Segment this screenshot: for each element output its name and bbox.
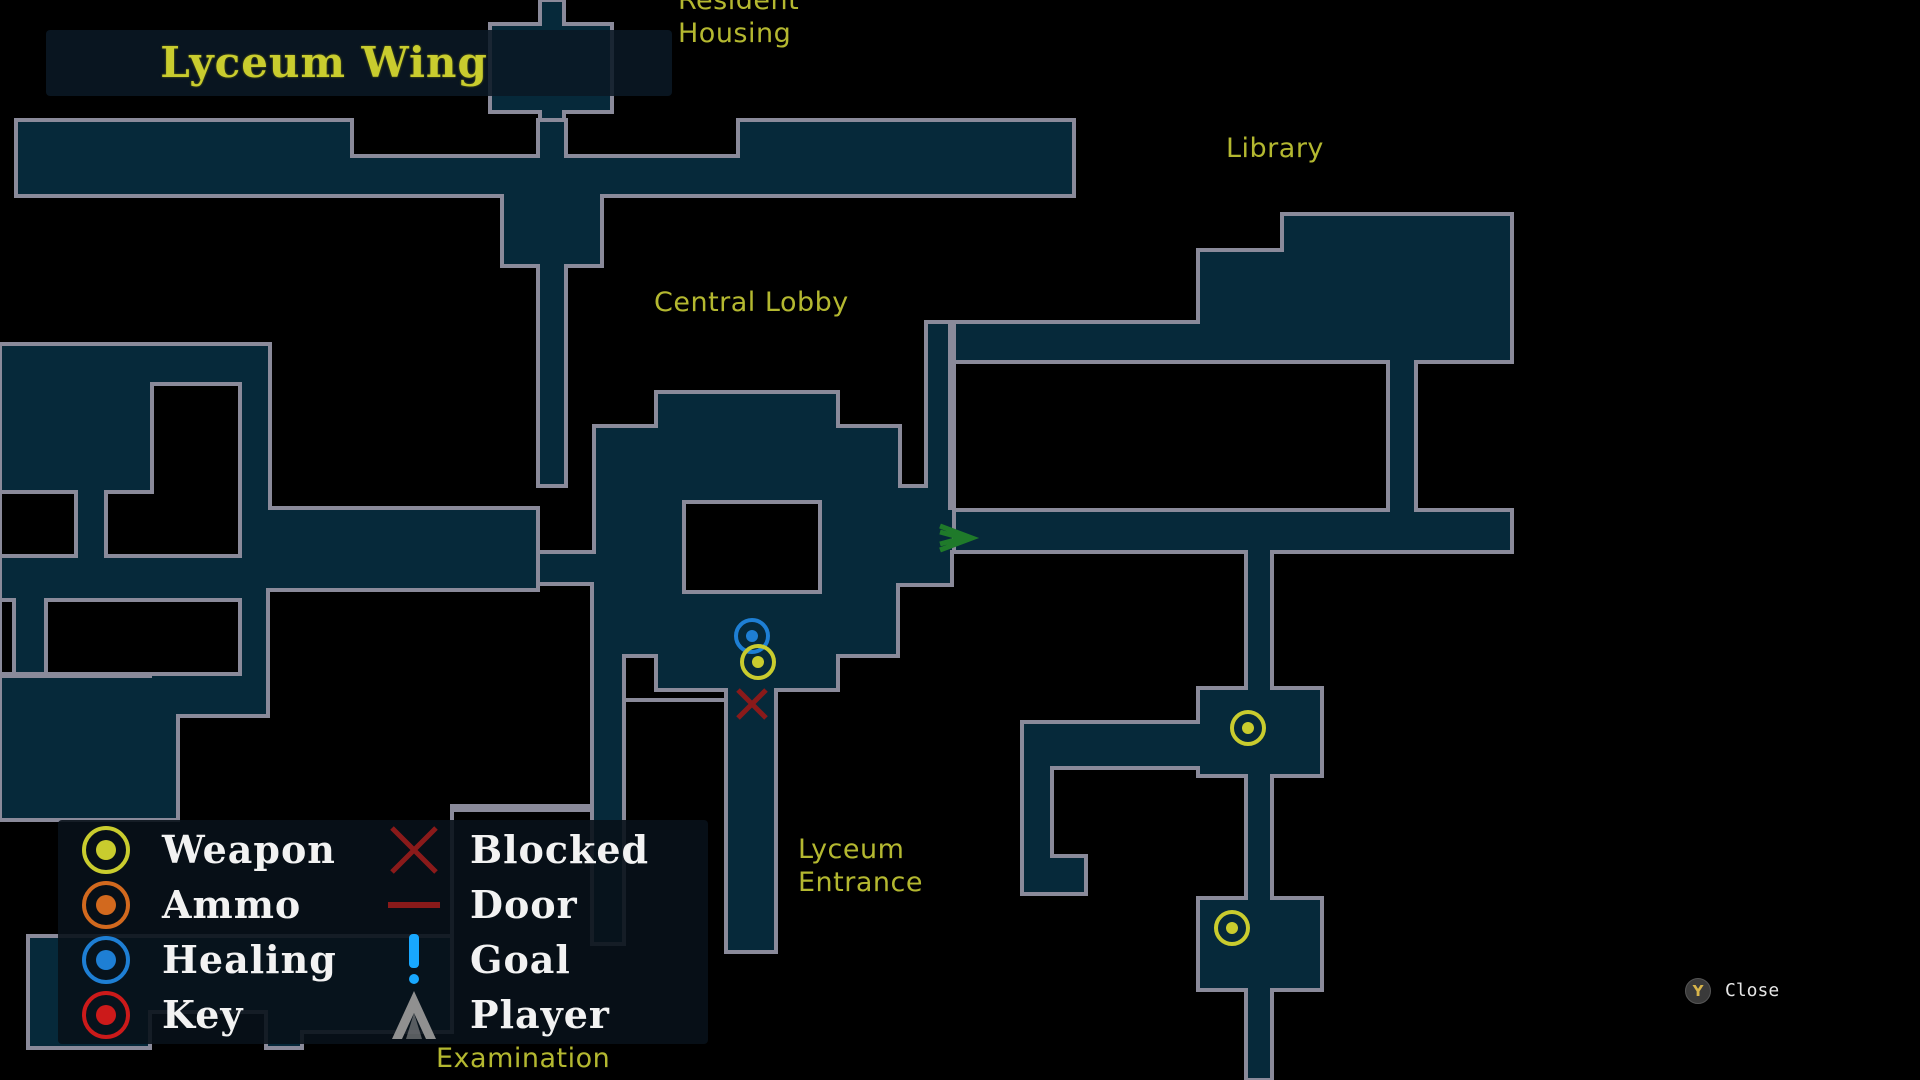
player-icon xyxy=(392,991,436,1039)
legend-label: Healing xyxy=(162,937,337,982)
weapon-icon xyxy=(82,826,130,874)
legend-label: Weapon xyxy=(162,827,336,872)
y-button-icon[interactable]: Y xyxy=(1685,978,1711,1004)
healing-icon xyxy=(82,936,130,984)
weapon-marker xyxy=(1214,910,1250,946)
map-void xyxy=(0,490,78,558)
area-label-examination: Examination xyxy=(436,1043,611,1074)
area-label-library: Library xyxy=(1226,133,1324,164)
close-button-label[interactable]: Close xyxy=(1725,980,1780,1001)
map-room xyxy=(926,212,1514,1080)
legend-label: Key xyxy=(162,992,244,1037)
map-room xyxy=(14,118,1076,488)
ammo-icon xyxy=(82,881,130,929)
legend-label: Player xyxy=(470,992,610,1037)
map-void xyxy=(622,654,728,702)
map-void xyxy=(952,360,1390,512)
legend-label: Goal xyxy=(470,937,571,982)
weapon-marker xyxy=(740,644,776,680)
area-label-resident-housing: Resident Housing xyxy=(678,0,800,49)
door-icon xyxy=(388,902,440,908)
map-room xyxy=(0,342,540,822)
title-panel: Lyceum Wing xyxy=(46,30,672,96)
blocked-icon xyxy=(390,826,438,874)
goal-icon xyxy=(409,934,419,984)
map-void xyxy=(104,382,242,558)
legend-label: Blocked xyxy=(470,827,650,872)
area-label-central-lobby: Central Lobby xyxy=(654,287,849,318)
area-label-lyceum-entrance: Lyceum Entrance xyxy=(798,834,923,898)
map-void xyxy=(44,598,242,676)
healing-marker xyxy=(734,618,770,654)
legend-label: Door xyxy=(470,882,578,927)
key-icon xyxy=(82,991,130,1039)
map-legend: Weapon Ammo Healing Key Blocked Door xyxy=(58,820,708,1044)
map-void xyxy=(682,500,822,594)
map-title: Lyceum Wing xyxy=(160,38,488,87)
objective-arrow-marker xyxy=(939,523,980,553)
weapon-marker xyxy=(1230,710,1266,746)
blocked-marker xyxy=(736,688,768,720)
map-void xyxy=(0,598,16,676)
legend-label: Ammo xyxy=(162,882,302,927)
